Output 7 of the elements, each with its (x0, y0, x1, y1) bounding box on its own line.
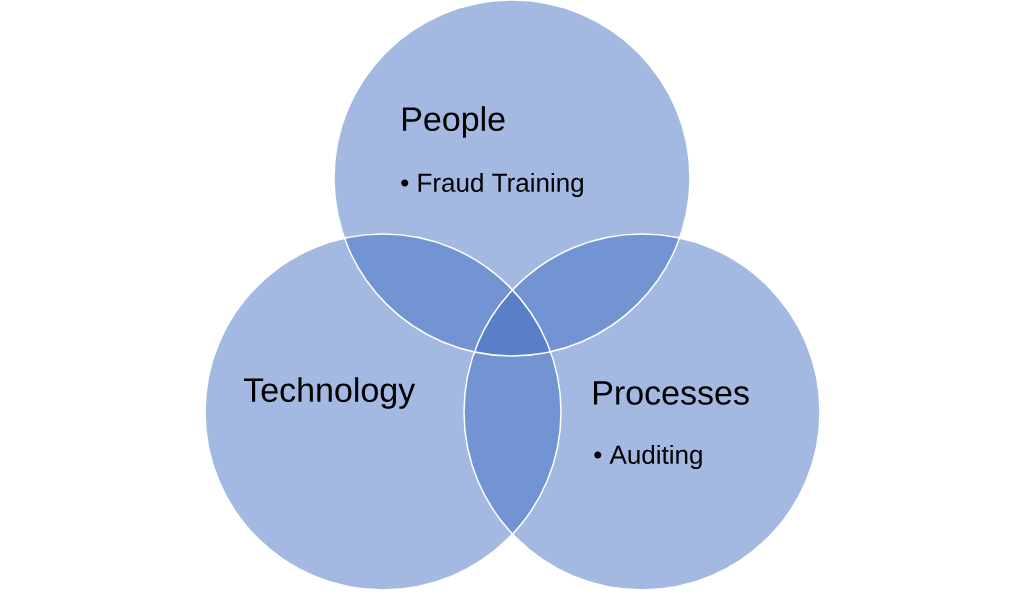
circle-heading: Technology (243, 377, 416, 409)
bullet-item: • Fraud Training (401, 172, 583, 198)
circle-heading: People (403, 106, 505, 138)
venn-circle (204, 233, 562, 591)
bullet-item: • Auditing (594, 444, 702, 470)
venn-circle (463, 233, 821, 591)
circle-heading: Processes (594, 381, 749, 405)
